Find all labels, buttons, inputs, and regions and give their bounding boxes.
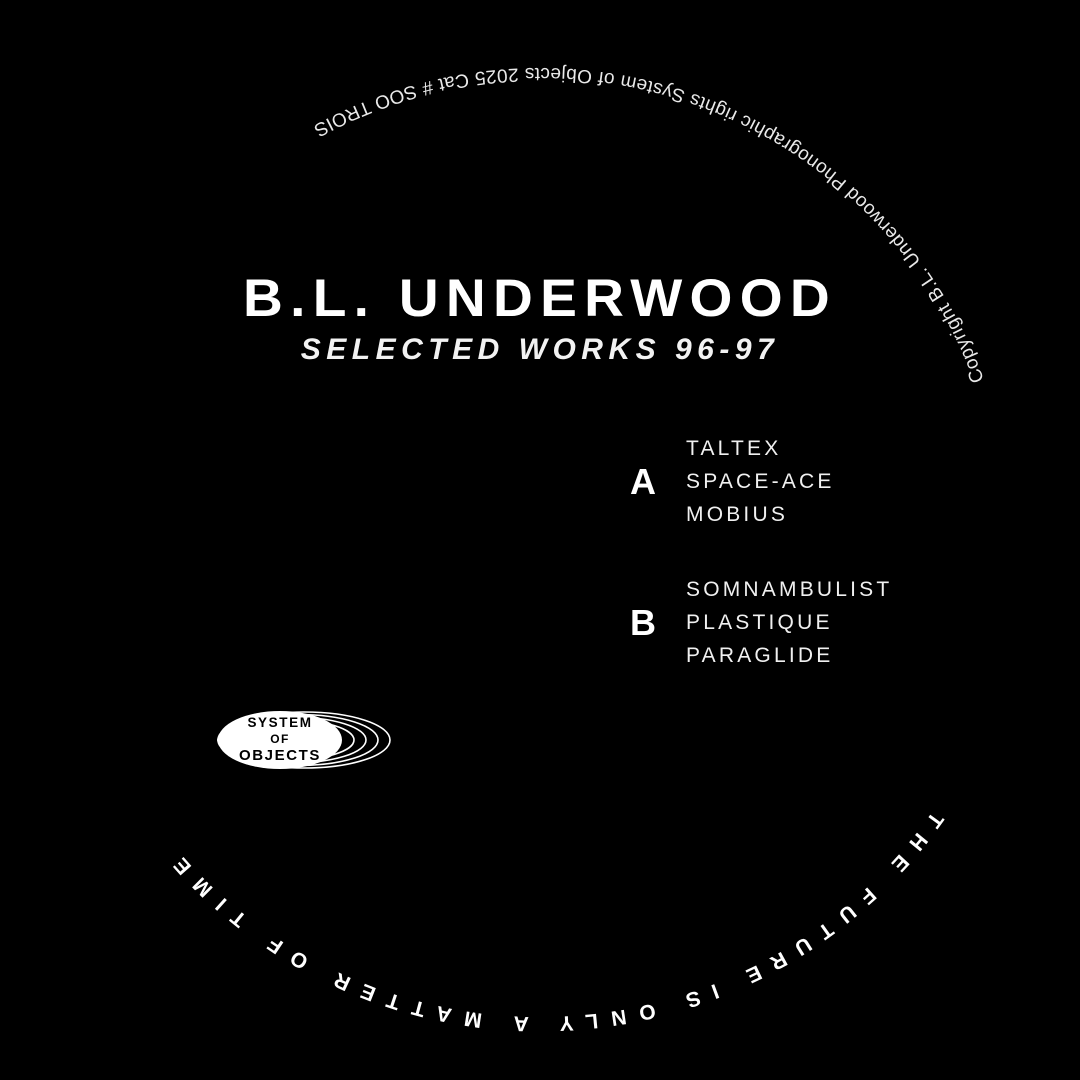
side-b-tracks: SOMNAMBULIST PLASTIQUE PARAGLIDE: [686, 573, 1030, 672]
side-letter-b: B: [630, 601, 656, 643]
release-subtitle: SELECTED WORKS 96-97: [300, 333, 780, 366]
track-item: MOBIUS: [686, 503, 789, 526]
side-a-tracks: TALTEX SPACE-ACE MOBIUS: [686, 432, 1030, 531]
logo-line-2: OF: [270, 732, 289, 746]
side-letter-a: A: [630, 460, 656, 502]
track-item: SPACE-ACE: [686, 470, 835, 493]
tracklist: A TALTEX SPACE-ACE MOBIUS B SOMNAMBULIST…: [630, 432, 1030, 714]
track-item: TALTEX: [686, 437, 782, 460]
track-item: SOMNAMBULIST: [686, 578, 893, 601]
artist-title: B.L. UNDERWOOD: [243, 269, 837, 328]
tagline-text: THE FUTURE IS ONLY A MATTER OF TIME: [161, 808, 948, 1035]
track-item: PLASTIQUE: [686, 611, 833, 634]
logo-line-3: OBJECTS: [239, 747, 321, 764]
tagline-text-content: THE FUTURE IS ONLY A MATTER OF TIME: [161, 808, 948, 1035]
label-logo: SYSTEM OF OBJECTS: [217, 702, 400, 778]
logo-line-1: SYSTEM: [247, 715, 312, 730]
title-block: B.L. UNDERWOOD SELECTED WORKS 96-97: [0, 272, 1080, 365]
logo-ellipse: [218, 711, 342, 769]
track-item: PARAGLIDE: [686, 644, 834, 667]
side-group-a: A TALTEX SPACE-ACE MOBIUS: [630, 432, 1030, 531]
side-group-b: B SOMNAMBULIST PLASTIQUE PARAGLIDE: [630, 573, 1030, 672]
